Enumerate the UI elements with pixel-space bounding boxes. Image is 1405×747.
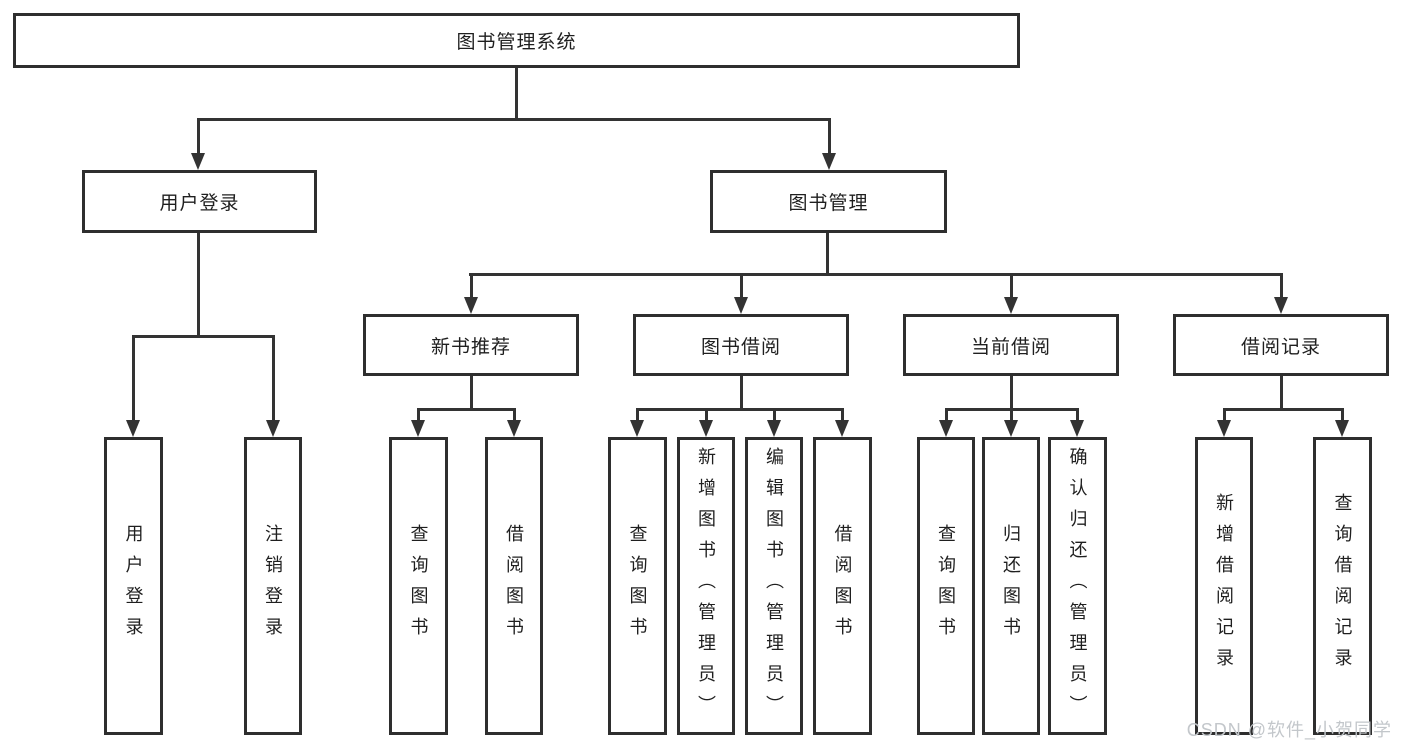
connector-vline (636, 408, 639, 422)
node-book-borrow-label: 图书借阅 (700, 336, 781, 358)
leaf-confirm-return-admin: 确认归还（管理员） (1048, 437, 1107, 735)
connector-vline (1280, 376, 1283, 408)
node-current-borrow: 当前借阅 (903, 314, 1119, 376)
connector-arrow-down (411, 420, 425, 437)
connector-hline (469, 273, 1282, 276)
connector-arrow-down (464, 297, 478, 314)
connector-arrow-down (1004, 420, 1018, 437)
leaf-borrow-query-book: 查询图书 (608, 437, 667, 735)
connector-arrow-down (734, 297, 748, 314)
connector-hline (636, 408, 843, 411)
connector-vline (197, 233, 200, 335)
connector-hline (132, 335, 274, 338)
leaf-add-borrow-record: 新增借阅记录 (1195, 437, 1253, 735)
leaf-current-query-book-label: 查询图书 (936, 524, 956, 648)
connector-vline (197, 118, 200, 154)
connector-hline (417, 408, 516, 411)
leaf-logout-label: 注销登录 (263, 524, 283, 648)
connector-arrow-down (1004, 297, 1018, 314)
connector-vline (515, 68, 518, 118)
node-book-management-label: 图书管理 (788, 193, 869, 214)
node-root-label: 图书管理系统 (456, 32, 577, 53)
connector-arrow-down (939, 420, 953, 437)
node-book-management: 图书管理 (710, 170, 947, 233)
leaf-rec-query-book-label: 查询图书 (408, 524, 429, 648)
leaf-borrow-book: 借阅图书 (813, 437, 872, 735)
connector-arrow-down (630, 420, 644, 437)
leaf-rec-borrow-book: 借阅图书 (485, 437, 543, 735)
connector-vline (272, 335, 275, 421)
connector-arrow-down (191, 153, 205, 170)
connector-arrow-down (822, 153, 836, 170)
leaf-edit-book-admin-label: 编辑图书（管理员） (764, 446, 784, 726)
leaf-borrow-query-book-label: 查询图书 (627, 524, 648, 648)
leaf-rec-borrow-book-label: 借阅图书 (504, 524, 524, 648)
leaf-logout: 注销登录 (244, 437, 302, 735)
connector-vline (945, 408, 948, 422)
leaf-borrow-book-label: 借阅图书 (832, 524, 853, 648)
node-current-borrow-label: 当前借阅 (970, 336, 1051, 358)
connector-arrow-down (835, 420, 849, 437)
leaf-rec-query-book: 查询图书 (389, 437, 448, 735)
node-user-login: 用户登录 (82, 170, 317, 233)
leaf-add-book-admin: 新增图书（管理员） (677, 437, 735, 735)
connector-arrow-down (699, 420, 713, 437)
connector-arrow-down (1335, 420, 1349, 437)
node-new-book-recommend-label: 新书推荐 (430, 336, 511, 358)
connector-vline (826, 233, 829, 273)
connector-arrow-down (1217, 420, 1231, 437)
connector-vline (773, 408, 776, 422)
leaf-user-login: 用户登录 (104, 437, 163, 735)
connector-arrow-down (507, 420, 521, 437)
leaf-edit-book-admin: 编辑图书（管理员） (745, 437, 803, 735)
connector-vline (470, 273, 473, 299)
connector-arrow-down (767, 420, 781, 437)
connector-vline (841, 408, 844, 422)
connector-vline (1010, 376, 1013, 408)
leaf-query-borrow-record-label: 查询借阅记录 (1332, 493, 1353, 679)
leaf-query-borrow-record: 查询借阅记录 (1313, 437, 1372, 735)
connector-vline (740, 376, 743, 408)
connector-vline (828, 118, 831, 154)
leaf-add-borrow-record-label: 新增借阅记录 (1214, 493, 1234, 679)
leaf-current-query-book: 查询图书 (917, 437, 975, 735)
node-book-borrow: 图书借阅 (633, 314, 849, 376)
connector-vline (470, 376, 473, 408)
node-borrow-records-label: 借阅记录 (1240, 336, 1321, 358)
connector-vline (740, 273, 743, 299)
node-root: 图书管理系统 (13, 13, 1020, 68)
leaf-user-login-label: 用户登录 (123, 524, 144, 648)
connector-arrow-down (1070, 420, 1084, 437)
leaf-add-book-admin-label: 新增图书（管理员） (696, 446, 716, 726)
leaf-return-book-label: 归还图书 (1001, 524, 1021, 648)
connector-vline (1341, 408, 1344, 422)
connector-vline (1010, 273, 1013, 299)
connector-arrow-down (126, 420, 140, 437)
connector-arrow-down (266, 420, 280, 437)
node-user-login-label: 用户登录 (159, 193, 240, 214)
connector-vline (705, 408, 708, 422)
leaf-return-book: 归还图书 (982, 437, 1040, 735)
connector-hline (197, 118, 831, 121)
connector-vline (1223, 408, 1226, 422)
connector-vline (1280, 273, 1283, 299)
connector-vline (1010, 408, 1013, 422)
connector-vline (513, 408, 516, 422)
leaf-confirm-return-admin-label: 确认归还（管理员） (1067, 446, 1088, 726)
connector-hline (1223, 408, 1343, 411)
connector-vline (417, 408, 420, 422)
node-new-book-recommend: 新书推荐 (363, 314, 579, 376)
node-borrow-records: 借阅记录 (1173, 314, 1389, 376)
connector-vline (1076, 408, 1079, 422)
connector-arrow-down (1274, 297, 1288, 314)
connector-vline (132, 335, 135, 421)
